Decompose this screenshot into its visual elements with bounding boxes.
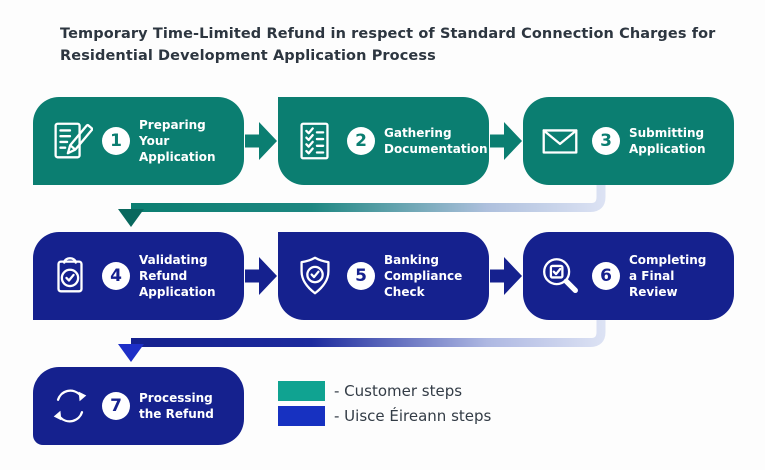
legend-label-customer: - Customer steps [334,382,463,400]
step-label: Preparing Your Application [139,118,216,164]
step-label: Gathering Documentation [384,126,488,156]
step-box-1: 1 Preparing Your Application [33,97,244,185]
arrow-right-icon [490,257,522,295]
legend-swatch-uisce-eireann [278,406,325,426]
diagram-title: Temporary Time-Limited Refund in respect… [60,26,716,64]
envelope-icon [537,118,583,164]
legend-swatch-customer [278,381,325,401]
step-label: Completing a Final Review [629,253,707,299]
step-box-6: 6 Completing a Final Review [523,232,734,320]
arrow-right-icon [245,257,277,295]
refresh-arrows-icon [47,383,93,429]
checklist-icon [292,118,338,164]
arrow-right-icon [490,122,522,160]
document-pencil-icon [47,118,93,164]
connector-row2-row3 [118,320,606,362]
step-box-4: 4 Validating Refund Application [33,232,244,320]
step-box-5: 5 Banking Compliance Check [278,232,489,320]
arrow-right-icon [245,122,277,160]
connector-row1-row2 [118,185,606,227]
step-number: 3 [592,127,620,155]
step-label: Processing the Refund [139,391,214,421]
step-box-7: 7 Processing the Refund [33,367,244,445]
step-label: Banking Compliance Check [384,253,463,299]
step-number: 4 [102,262,130,290]
step-number: 5 [347,262,375,290]
step-box-2: 2 Gathering Documentation [278,97,489,185]
step-number: 6 [592,262,620,290]
step-number: 7 [102,392,130,420]
clipboard-check-icon [47,253,93,299]
legend-label-uisce-eireann: - Uisce Éireann steps [334,407,492,425]
step-number: 2 [347,127,375,155]
step-label: Submitting Application [629,126,706,156]
step-number: 1 [102,127,130,155]
step-box-3: 3 Submitting Application [523,97,734,185]
magnifier-check-icon [537,253,583,299]
step-label: Validating Refund Application [139,253,216,299]
shield-check-icon [292,253,338,299]
